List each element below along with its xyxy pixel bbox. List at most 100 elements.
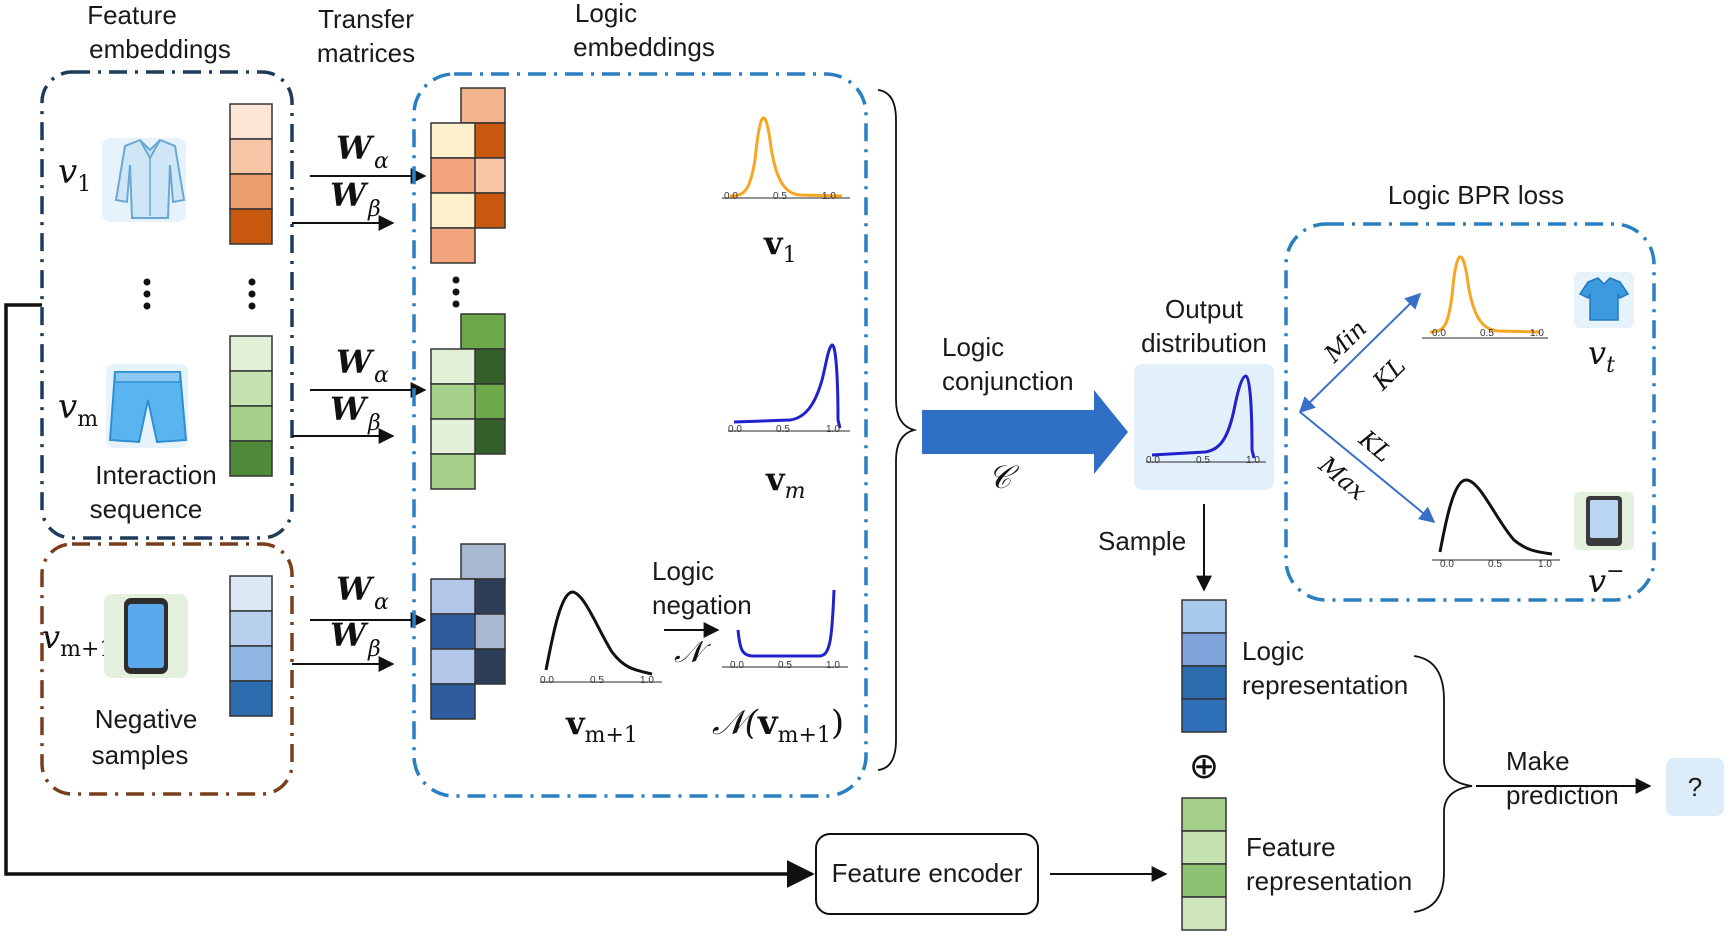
negative-label-1: Negative (95, 704, 198, 734)
svg-text:0.5: 0.5 (773, 191, 787, 202)
logic-negation-label-1: Logic (652, 556, 714, 586)
svg-text:1.0: 1.0 (822, 191, 836, 202)
phone-icon (104, 594, 188, 678)
vm-symbol: vm (58, 387, 98, 432)
logic-conjunction-label-1: Logic (942, 332, 1004, 362)
logic-representation-label-2: representation (1242, 670, 1408, 700)
conjunction-operator: 𝒞 (988, 458, 1020, 496)
svg-text:1.0: 1.0 (826, 424, 840, 435)
svg-text:0.0: 0.0 (1440, 559, 1454, 570)
logic-representation-label-1: Logic (1242, 636, 1304, 666)
svg-text:0.0: 0.0 (540, 675, 554, 686)
svg-text:0.0: 0.0 (730, 660, 744, 671)
v1-symbol: v1 (58, 152, 91, 197)
v1-distribution-plot: 0.0 0.5 1.0 (722, 116, 850, 202)
feature-embeddings-label-2: embeddings (89, 34, 231, 64)
bold-vm1-label: vm+1 (565, 704, 638, 748)
negated-vm1-label: 𝒩(vm+1) (712, 703, 844, 748)
prediction-question-mark: ? (1688, 772, 1702, 802)
mobile-phone-icon (1574, 492, 1634, 550)
logic-bpr-loss-label: Logic BPR loss (1388, 180, 1564, 210)
negated-distribution-plot: 0.0 0.5 1.0 (722, 589, 848, 671)
conjunction-arrow (922, 390, 1128, 474)
interaction-label-1: Interaction (95, 460, 216, 490)
svg-text:β: β (367, 411, 381, 436)
svg-text:W: W (336, 570, 375, 608)
vt-symbol: vt (1588, 334, 1615, 378)
v1-feature-embedding (229, 103, 273, 245)
prediction-output-box (1666, 758, 1724, 816)
output-distribution-label-2: distribution (1141, 328, 1267, 358)
representation-brace (1413, 655, 1473, 913)
svg-text:0.5: 0.5 (1196, 455, 1210, 466)
vm1-logic-embedding (430, 543, 506, 720)
output-distribution-plot: 0.0 0.5 1.0 (1146, 374, 1266, 466)
svg-text:W: W (336, 129, 375, 167)
interaction-label-2: sequence (90, 494, 203, 524)
svg-text:0.5: 0.5 (1480, 328, 1494, 339)
output-distribution-label-1: Output (1165, 294, 1244, 324)
make-prediction-label-2: prediction (1506, 780, 1619, 810)
svg-text:β: β (367, 197, 381, 222)
svg-text:W: W (330, 390, 369, 428)
vneg-symbol: v− (1588, 559, 1625, 600)
vm-distribution-plot: 0.0 0.5 1.0 (728, 343, 850, 435)
interaction-sequence-box (40, 70, 294, 540)
feature-encoder-box (815, 833, 1039, 915)
svg-text:0.0: 0.0 (1432, 328, 1446, 339)
svg-text:0.0: 0.0 (1146, 455, 1160, 466)
feature-representation-label-1: Feature (1246, 832, 1336, 862)
svg-text:1.0: 1.0 (1246, 455, 1260, 466)
logic-conjunction-label-2: conjunction (942, 366, 1074, 396)
feature-representation-vector (1181, 797, 1227, 931)
sample-label: Sample (1098, 526, 1186, 556)
negative-samples-box (40, 542, 294, 796)
svg-text:W: W (336, 343, 375, 381)
bold-vm-label: vm (765, 460, 805, 504)
negation-operator: 𝒩 (674, 635, 712, 670)
svg-text:α: α (374, 149, 389, 174)
max-kl-arrow (1299, 411, 1436, 524)
negative-label-2: samples (92, 740, 189, 770)
feature-encoder-label: Feature encoder (832, 858, 1023, 888)
svg-text:1.0: 1.0 (1530, 328, 1544, 339)
vm-feature-embedding (229, 335, 273, 477)
oplus-symbol: ⊕ (1189, 746, 1219, 787)
vm1-distribution-plot: 0.0 0.5 1.0 (540, 590, 662, 686)
vm1-feature-embedding (229, 575, 273, 717)
vm1-symbol: vm+1 (42, 618, 113, 662)
svg-text:β: β (367, 637, 381, 662)
min-kl-arrow (1298, 292, 1422, 414)
svg-text:1.0: 1.0 (640, 675, 654, 686)
svg-text:α: α (374, 363, 389, 388)
embeddings-brace (877, 89, 918, 771)
svg-text:1.0: 1.0 (826, 660, 840, 671)
vm-logic-embedding (430, 313, 506, 490)
positive-distribution-plot: 0.0 0.5 1.0 (1422, 255, 1548, 339)
svg-text:W: W (330, 176, 369, 214)
min-label: Min (1318, 315, 1372, 369)
tshirt-icon (1574, 272, 1634, 328)
logic-representation-vector (1181, 599, 1227, 733)
v1-logic-embedding (430, 87, 506, 264)
logic-negation-label-2: negation (652, 590, 752, 620)
transfer-arrows (292, 168, 427, 672)
svg-text:0.0: 0.0 (728, 424, 742, 435)
shorts-icon (106, 364, 188, 448)
make-prediction-label-1: Make (1506, 746, 1570, 776)
feature-path-line (4, 303, 815, 888)
logic-embeddings-box (412, 72, 868, 798)
svg-text:1.0: 1.0 (1538, 559, 1552, 570)
logic-embeddings-label-1: Logic (575, 0, 637, 28)
svg-text:W: W (330, 616, 369, 654)
svg-text:0.0: 0.0 (724, 191, 738, 202)
shirt-icon (102, 138, 186, 222)
